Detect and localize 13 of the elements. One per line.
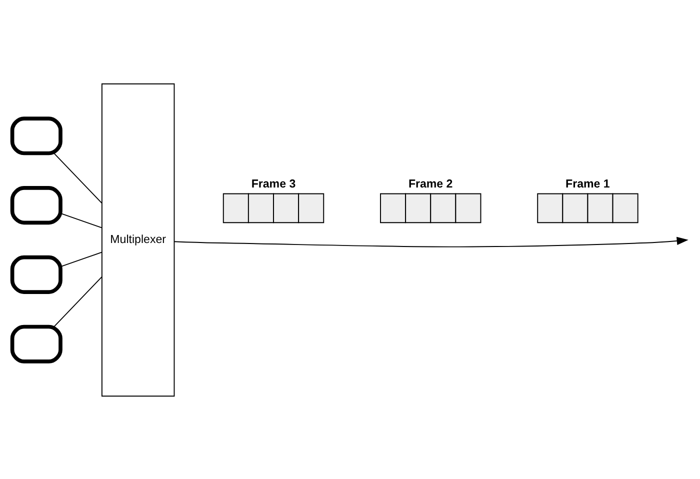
node-box: Multiplexer xyxy=(101,82,175,396)
connector xyxy=(54,276,102,326)
connector xyxy=(60,251,102,267)
node-label: Frame 2 xyxy=(408,178,453,190)
node-box xyxy=(10,324,62,363)
node-label: Frame 3 xyxy=(251,178,296,190)
connector xyxy=(54,152,102,204)
connector xyxy=(60,212,102,228)
node-box xyxy=(10,254,62,294)
node-box xyxy=(10,186,62,224)
node-box xyxy=(10,116,62,155)
arrow xyxy=(174,236,688,247)
node-label: Frame 1 xyxy=(566,178,610,190)
